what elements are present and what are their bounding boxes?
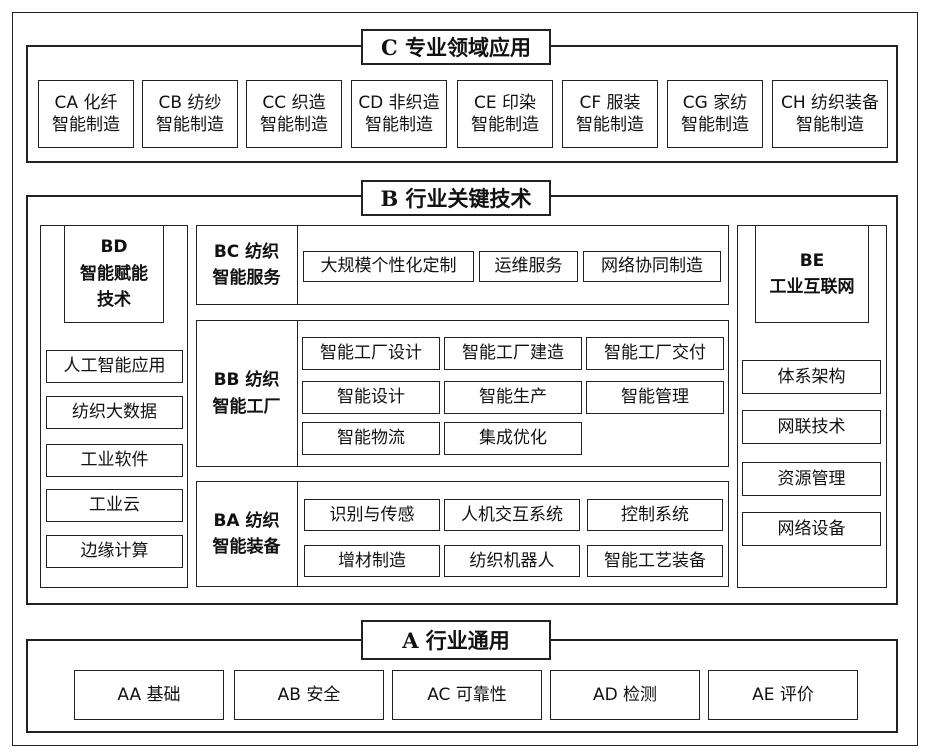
section-c-title: C 专业领域应用 xyxy=(361,29,551,65)
c-item-ce: CE 印染智能制造 xyxy=(457,80,553,148)
be-item: 资源管理 xyxy=(742,462,881,496)
c-item-cb: CB 纺纱智能制造 xyxy=(142,80,238,148)
be-label-code: BE xyxy=(799,250,825,271)
c-item-code: CF 服装 xyxy=(579,92,641,113)
bd-label-line: 技术 xyxy=(97,290,131,311)
ba-item: 智能工艺装备 xyxy=(587,545,723,577)
ba-item: 控制系统 xyxy=(587,499,723,531)
bb-item: 智能物流 xyxy=(302,422,440,455)
c-item-sub: 智能制造 xyxy=(681,115,749,135)
bb-item: 集成优化 xyxy=(444,422,582,455)
bd-item: 人工智能应用 xyxy=(46,350,183,383)
bb-item: 智能工厂建造 xyxy=(444,337,582,370)
c-item-sub: 智能制造 xyxy=(365,115,433,135)
bc-item: 大规模个性化定制 xyxy=(303,251,474,282)
c-item-code: CG 家纺 xyxy=(682,92,748,113)
ba-label-line: 智能装备 xyxy=(212,537,281,557)
ba-divider xyxy=(297,481,298,587)
a-item: AB 安全 xyxy=(234,670,384,720)
c-item-code: CH 纺织装备 xyxy=(780,92,880,113)
ba-label-code: BA 纺织 xyxy=(213,510,280,531)
bb-label-line: 智能工厂 xyxy=(212,396,281,417)
section-a-title: A 行业通用 xyxy=(361,620,551,660)
c-item-sub: 智能制造 xyxy=(156,115,224,135)
bd-label-line: 智能赋能 xyxy=(80,263,148,284)
a-item: AC 可靠性 xyxy=(392,670,542,720)
section-b-title: B 行业关键技术 xyxy=(361,180,551,216)
c-item-sub: 智能制造 xyxy=(260,115,328,135)
a-item: AD 检测 xyxy=(550,670,700,720)
bb-label-code: BB 纺织 xyxy=(213,370,280,391)
c-item-sub: 智能制造 xyxy=(471,115,539,135)
ba-item: 人机交互系统 xyxy=(444,499,580,531)
a-item: AA 基础 xyxy=(74,670,224,720)
ba-label: BA 纺织 智能装备 xyxy=(196,481,297,587)
bb-item: 智能工厂设计 xyxy=(302,337,440,370)
c-item-sub: 智能制造 xyxy=(576,115,644,135)
be-item: 网络设备 xyxy=(742,512,881,546)
bb-item: 智能设计 xyxy=(302,381,440,414)
be-label: BE 工业互联网 xyxy=(755,225,869,323)
bd-item: 工业软件 xyxy=(46,444,183,477)
be-label-line: 工业互联网 xyxy=(769,277,855,297)
c-item-code: CE 印染 xyxy=(473,92,536,113)
bc-label-code: BC 纺织 xyxy=(213,241,280,262)
bd-label: BD 智能赋能 技术 xyxy=(64,225,164,323)
bc-label-line: 智能服务 xyxy=(212,268,281,288)
bb-item: 智能工厂交付 xyxy=(586,337,724,370)
bb-item: 智能管理 xyxy=(586,381,724,414)
bb-item: 智能生产 xyxy=(444,381,582,414)
c-item-code: CD 非织造 xyxy=(358,92,440,113)
c-item-cd: CD 非织造智能制造 xyxy=(351,80,447,148)
c-item-cf: CF 服装智能制造 xyxy=(562,80,658,148)
be-item: 体系架构 xyxy=(742,360,881,394)
bc-item: 网络协同制造 xyxy=(583,251,721,282)
c-item-cg: CG 家纺智能制造 xyxy=(667,80,763,148)
bc-item: 运维服务 xyxy=(479,251,578,282)
ba-item: 增材制造 xyxy=(304,545,440,577)
bd-item: 工业云 xyxy=(46,489,183,522)
c-item-code: CB 纺纱 xyxy=(158,92,222,113)
bd-item: 纺织大数据 xyxy=(46,396,183,429)
c-item-code: CA 化纤 xyxy=(54,92,118,113)
bd-label-code: BD xyxy=(100,237,128,258)
bb-divider xyxy=(297,320,298,467)
bd-item: 边缘计算 xyxy=(46,535,183,568)
bb-label: BB 纺织 智能工厂 xyxy=(196,320,297,467)
c-item-cc: CC 织造智能制造 xyxy=(246,80,342,148)
ba-item: 纺织机器人 xyxy=(444,545,580,577)
c-item-ca: CA 化纤智能制造 xyxy=(38,80,134,148)
c-item-sub: 智能制造 xyxy=(796,115,864,135)
c-item-code: CC 织造 xyxy=(262,92,326,113)
a-item: AE 评价 xyxy=(708,670,858,720)
bc-divider xyxy=(297,225,298,305)
be-item: 网联技术 xyxy=(742,410,881,444)
c-item-sub: 智能制造 xyxy=(52,115,120,135)
c-item-ch: CH 纺织装备智能制造 xyxy=(772,80,888,148)
bc-label: BC 纺织 智能服务 xyxy=(196,225,297,305)
ba-item: 识别与传感 xyxy=(304,499,440,531)
